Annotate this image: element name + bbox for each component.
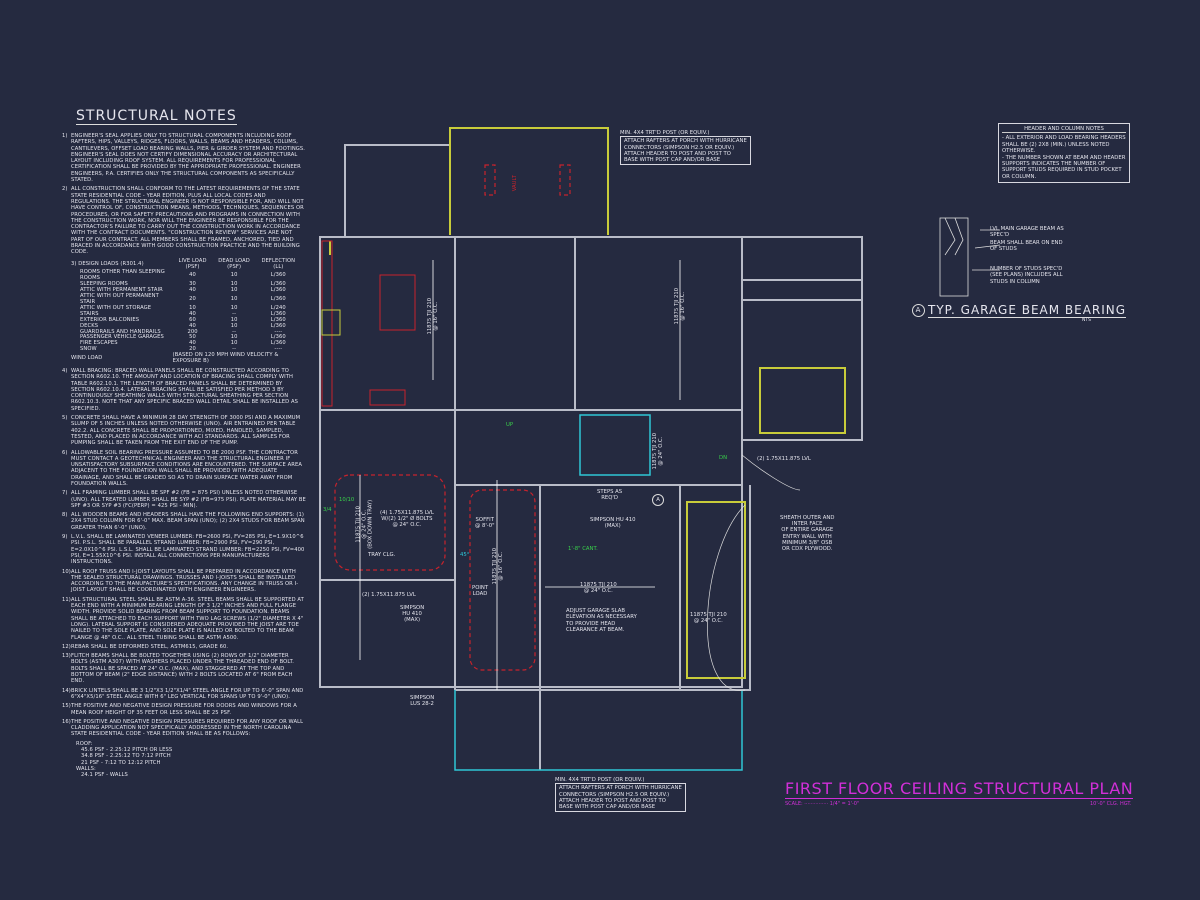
garage-beam-note-3: NUMBER OF STUDS SPEC'D (SEE PLANS) INCLU… <box>990 266 1063 285</box>
note-5: 5)CONCRETE SHALL HAVE A MINIMUM 28 DAY S… <box>62 415 301 447</box>
porch-bottom-outline <box>454 414 743 771</box>
design-loads-table: 3) DESIGN LOADS (R301.4) LIVE LOAD (PSF)… <box>71 257 301 365</box>
note-14: 14)BRICK LINTELS SHALL BE 3 1/2"x3 1/2"x… <box>62 687 304 700</box>
stair-up-label: UP <box>506 422 514 428</box>
wind-load-row: WIND LOAD(BASED ON 120 MPH WIND VELOCITY… <box>71 352 279 365</box>
tray-ceilings <box>334 164 571 671</box>
ceiling-height: 10'-0" CLG. HGT. <box>1090 801 1132 807</box>
note-13: 13)FLITCH BEAMS SHALL BE BOLTED TOGETHER… <box>62 653 295 685</box>
note-2: 2)ALL CONSTRUCTION SHALL CONFORM TO THE … <box>62 186 304 256</box>
vault-label: VAULT <box>512 174 519 192</box>
header-column-notes: HEADER AND COLUMN NOTES - ALL EXTERIOR A… <box>998 123 1130 184</box>
stud-count-10: 10/10 <box>339 497 355 503</box>
walls <box>319 144 863 770</box>
stud-count-34: 3/4 <box>323 507 332 513</box>
note-12: 12)REBAR SHALL BE DEFORMED STEEL, ASTM61… <box>62 643 229 650</box>
note-11: 11)ALL STRUCTURAL STEEL SHALL BE ASTM A-… <box>62 596 304 641</box>
tray-clg-label: TRAY CLG. <box>368 552 396 558</box>
section-marker-a: A <box>652 494 664 506</box>
simpson-center-label: SIMPSON HU 410(MAX) <box>590 517 636 530</box>
joist-label-right: 11875 TJI 210@ 16" O.C. <box>674 287 687 325</box>
porch-top-callout: MIN. 4x4 TRT'D POST (OR EQUIV.) ATTACH R… <box>620 130 751 166</box>
angle-label: 45° <box>460 552 470 558</box>
cantilever-label: 1'-8" CANT. <box>568 546 598 552</box>
joist-arrows <box>359 260 681 690</box>
note-1: 1)ENGINEER'S SEAL APPLIES ONLY TO STRUCT… <box>62 133 306 184</box>
lvl-left-label: (2) 1.75x11.875 LVL <box>362 592 416 598</box>
note-16: 16)THE POSITIVE AND NEGATIVE DESIGN PRES… <box>62 718 304 738</box>
joist-label-hall: 11875 TJI 210@ 24" O.C. <box>652 432 665 470</box>
kitchen-cabinets <box>321 240 416 407</box>
garage-beam-note-1: LVL MAIN GARAGE BEAM AS SPEC'D <box>990 226 1064 239</box>
drawing-scale: SCALE: ··············· 1/4" = 1'-0" <box>785 801 860 807</box>
porch-bottom-callout: MIN. 4x4 TRT'D POST (OR EQUIV.) ATTACH R… <box>555 777 686 813</box>
stair-dn-label: DN <box>719 455 728 461</box>
notes-continued: 4)WALL BRACING: BRACED WALL PANELS SHALL… <box>62 368 307 738</box>
note-4: 4)WALL BRACING: BRACED WALL PANELS SHALL… <box>62 367 299 412</box>
note-10: 10)ALL ROOF TRUSS AND I-JOIST LAYOUTS SH… <box>62 568 299 594</box>
joist-label-foyer: 11875 TJI 210@ 16" O.C. <box>492 547 505 585</box>
note-6: 6)ALLOWABLE SOIL BEARING PRESSURE ASSUME… <box>62 449 303 487</box>
detail-marker: A <box>912 304 925 317</box>
lvl-bolts-label: (4) 1.75x11.875 LVLw/(2) 1/2" Ø BOLTS@ 2… <box>380 510 434 529</box>
note-8: 8)ALL WOODEN BEAMS AND HEADERS SHALL HAV… <box>62 512 305 531</box>
joist-label-garage2: 11875 TJI 210@ 24" O.C. <box>690 612 727 625</box>
joist-label-dining: 11875 TJI 210@ 24" O.C.(BOX DOWN TRAY) <box>355 499 374 549</box>
lvl-right-label: (2) 1.75x11.875 LVL <box>757 456 811 462</box>
structural-notes-title: STRUCTURAL NOTES <box>76 108 237 125</box>
garage-beam-detail <box>939 217 1001 297</box>
drawing-title: FIRST FLOOR CEILING STRUCTURAL PLAN <box>785 779 1134 799</box>
design-loads-header: 3) DESIGN LOADS (R301.4) LIVE LOAD (PSF)… <box>71 257 296 270</box>
porch-beams <box>329 127 846 679</box>
roof-pressures: ROOF: 45.6 PSF - 2.25:12 PITCH OR LESS 3… <box>76 740 173 779</box>
joist-label-garage1: 11875 TJI 210@ 24" O.C. <box>580 582 617 595</box>
joist-label-kitchen: 11875 TJI 210@ 16" O.C. <box>427 297 440 335</box>
garage-beam-scale: NTS <box>1082 318 1091 323</box>
note-7: 7)ALL FRAMING LUMBER SHALL BE SPF #2 (Fb… <box>62 490 306 509</box>
note-9: 9)L.V.L. SHALL BE LAMINATED VENEER LUMBE… <box>62 534 305 566</box>
structural-notes: STRUCTURAL NOTES 1)ENGINEER'S SEAL APPLI… <box>62 108 307 778</box>
soffit-label: SOFFIT@ 8'-0" <box>475 517 495 530</box>
garage-beam-note-2: BEAM SHALL BEAR ON END OF STUDS <box>990 240 1063 253</box>
note-15: 15)THE POSITIVE AND NEGATIVE DESIGN PRES… <box>62 703 297 716</box>
sheath-leader <box>707 454 801 691</box>
